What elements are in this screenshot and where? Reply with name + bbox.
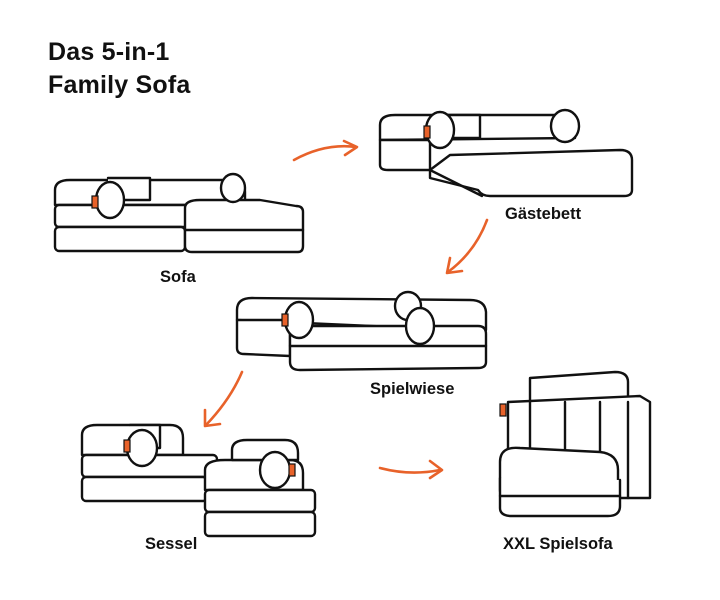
page-title: Das 5-in-1 Family Sofa — [48, 36, 191, 102]
label-sessel: Sessel — [145, 535, 198, 553]
title-line-2: Family Sofa — [48, 71, 191, 99]
flow-arrows — [203, 139, 489, 480]
title-line-1: Das 5-in-1 — [48, 38, 170, 66]
xxl-spielsofa-illustration — [498, 370, 652, 518]
label-spielwiese: Spielwiese — [370, 380, 455, 398]
sessel-right-illustration — [203, 438, 317, 538]
arrow-spielwiese-to-sessel — [204, 370, 244, 427]
arrow-sessel-to-xxl — [378, 466, 442, 474]
spielwiese-illustration — [235, 290, 488, 372]
arrow-gaestebett-to-spielwiese — [446, 218, 489, 274]
arrow-sofa-to-gaestebett — [292, 144, 358, 162]
label-sofa: Sofa — [160, 268, 196, 286]
sofa-illustration — [53, 172, 305, 254]
label-xxl-spielsofa: XXL Spielsofa — [503, 535, 613, 553]
gaestebett-illustration — [378, 108, 634, 198]
sessel-left-illustration — [80, 423, 219, 503]
label-gaestebett: Gästebett — [505, 205, 582, 223]
